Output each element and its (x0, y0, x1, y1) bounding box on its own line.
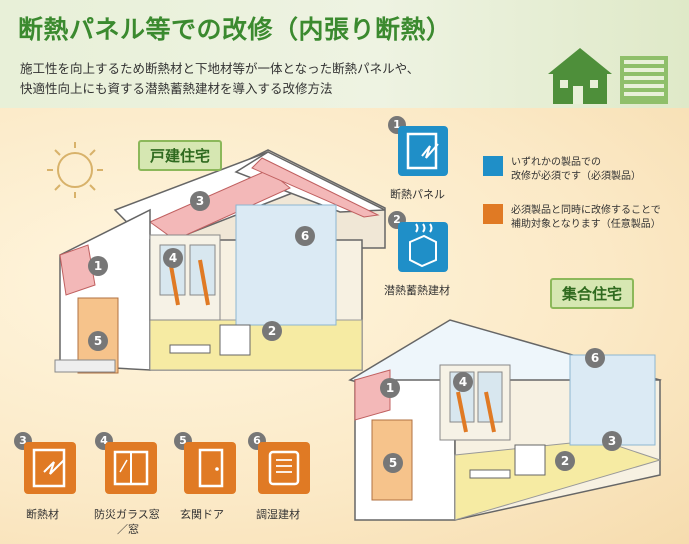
marker-5-house: 5 (88, 331, 108, 351)
sun-icon (47, 142, 103, 198)
marker-5-apartment: 5 (383, 453, 403, 473)
header-buildings-illustration (548, 48, 668, 104)
marker-6-apartment: 6 (585, 348, 605, 368)
insulation-panel-icon (398, 126, 448, 176)
marker-4-apartment: 4 (453, 372, 473, 392)
legend-required-line-1: いずれかの製品での (511, 157, 601, 168)
marker-4-house: 4 (163, 248, 183, 268)
entrance-door-icon (184, 442, 236, 494)
legend-optional-swatch (483, 204, 503, 224)
legend-optional: 必須製品と同時に改修することで 補助対象となります（任意製品） (483, 204, 661, 232)
optional-product-5-label: 玄関ドア (180, 508, 224, 521)
house-silhouette-icon (548, 48, 612, 104)
marker-1-apartment: 1 (380, 378, 400, 398)
legend-required: いずれかの製品での 改修が必須です（必須製品） (483, 156, 641, 184)
required-product-2-label: 潜熱蓄熱建材 (384, 284, 450, 297)
apartment-silhouette-icon (620, 56, 668, 104)
apartment-illustration (348, 319, 662, 521)
page-title: 断熱パネル等での改修（内張り断熱） (18, 15, 452, 44)
window-icon (105, 442, 157, 494)
marker-3-apartment: 3 (602, 431, 622, 451)
diagram-area: 1 3 4 6 2 5 1 4 6 3 2 5 戸建住宅 集合住宅 1 断熱パネ… (0, 108, 689, 544)
legend-required-line-2: 改修が必須です（必須製品） (511, 171, 641, 182)
latent-heat-storage-icon (398, 222, 448, 272)
legend-optional-line-1: 必須製品と同時に改修することで (511, 205, 661, 216)
detached-house-illustration (54, 149, 386, 374)
marker-1-house: 1 (88, 256, 108, 276)
optional-product-4-label-line-2: ／窓 (117, 523, 139, 536)
optional-product-6-label: 調湿建材 (256, 508, 300, 521)
apartment-label: 集合住宅 (550, 278, 635, 309)
marker-6-house: 6 (295, 226, 315, 246)
required-product-1-label: 断熱パネル (390, 188, 445, 201)
optional-product-3-label: 断熱材 (26, 508, 59, 521)
house-illustrations (47, 142, 662, 521)
detached-house-label: 戸建住宅 (138, 140, 223, 171)
marker-3-house: 3 (190, 191, 210, 211)
legend-optional-line-2: 補助対象となります（任意製品） (511, 219, 661, 230)
header: 断熱パネル等での改修（内張り断熱） 施工性を向上するため断熱材と下地材等が一体と… (0, 0, 689, 108)
humidity-control-icon (258, 442, 310, 494)
subtitle-line-2: 快適性向上にも資する潜熱蓄熱建材を導入する改修方法 (20, 81, 333, 96)
legend-required-swatch (483, 156, 503, 176)
subtitle-line-1: 施工性を向上するため断熱材と下地材等が一体となった断熱パネルや、 (20, 61, 420, 76)
marker-2-apartment: 2 (555, 451, 575, 471)
optional-product-4-label-line-1: 防災ガラス窓 (94, 508, 160, 521)
marker-2-house: 2 (262, 321, 282, 341)
insulation-material-icon (24, 442, 76, 494)
